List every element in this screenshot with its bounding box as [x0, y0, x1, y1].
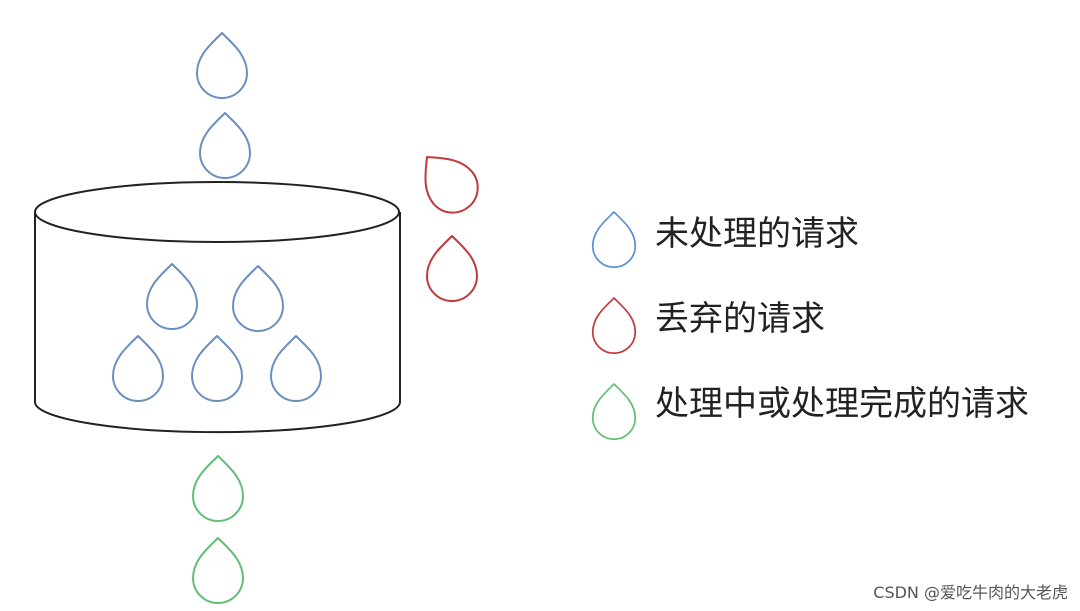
legend-label: 处理中或处理完成的请求 [655, 384, 1029, 424]
water-drop-icon [192, 455, 244, 522]
watermark: CSDN @爱吃牛肉的大老虎 [873, 583, 1068, 602]
dropped-drops [424, 156, 479, 302]
bucket-drops [112, 263, 322, 402]
legend-label: 丢弃的请求 [655, 299, 825, 339]
water-drop-icon [426, 235, 478, 302]
water-drop-icon [112, 335, 164, 402]
bucket [34, 181, 401, 434]
water-drop-icon [196, 32, 248, 99]
legend-item-processed: 处理中或处理完成的请求 [591, 383, 1029, 441]
water-drop-icon [191, 335, 243, 402]
bucket-top-rim [34, 181, 400, 243]
water-drop-icon [591, 383, 637, 441]
water-drop-icon [146, 263, 198, 330]
legend-item-dropped: 丢弃的请求 [591, 297, 825, 355]
processed-drops [192, 455, 244, 604]
water-drop-icon [591, 297, 637, 355]
incoming-drops [196, 32, 251, 179]
legend: 未处理的请求 丢弃的请求 处理中或处理完成的请求 [591, 211, 1029, 441]
bucket-body [34, 212, 401, 434]
legend-label: 未处理的请求 [655, 214, 859, 254]
water-drop-icon [424, 156, 479, 214]
legend-item-pending: 未处理的请求 [591, 211, 859, 269]
water-drop-icon [591, 211, 637, 269]
water-drop-icon [192, 537, 244, 604]
water-drop-icon [270, 335, 322, 402]
water-drop-icon [232, 265, 284, 332]
water-drop-icon [199, 112, 251, 179]
